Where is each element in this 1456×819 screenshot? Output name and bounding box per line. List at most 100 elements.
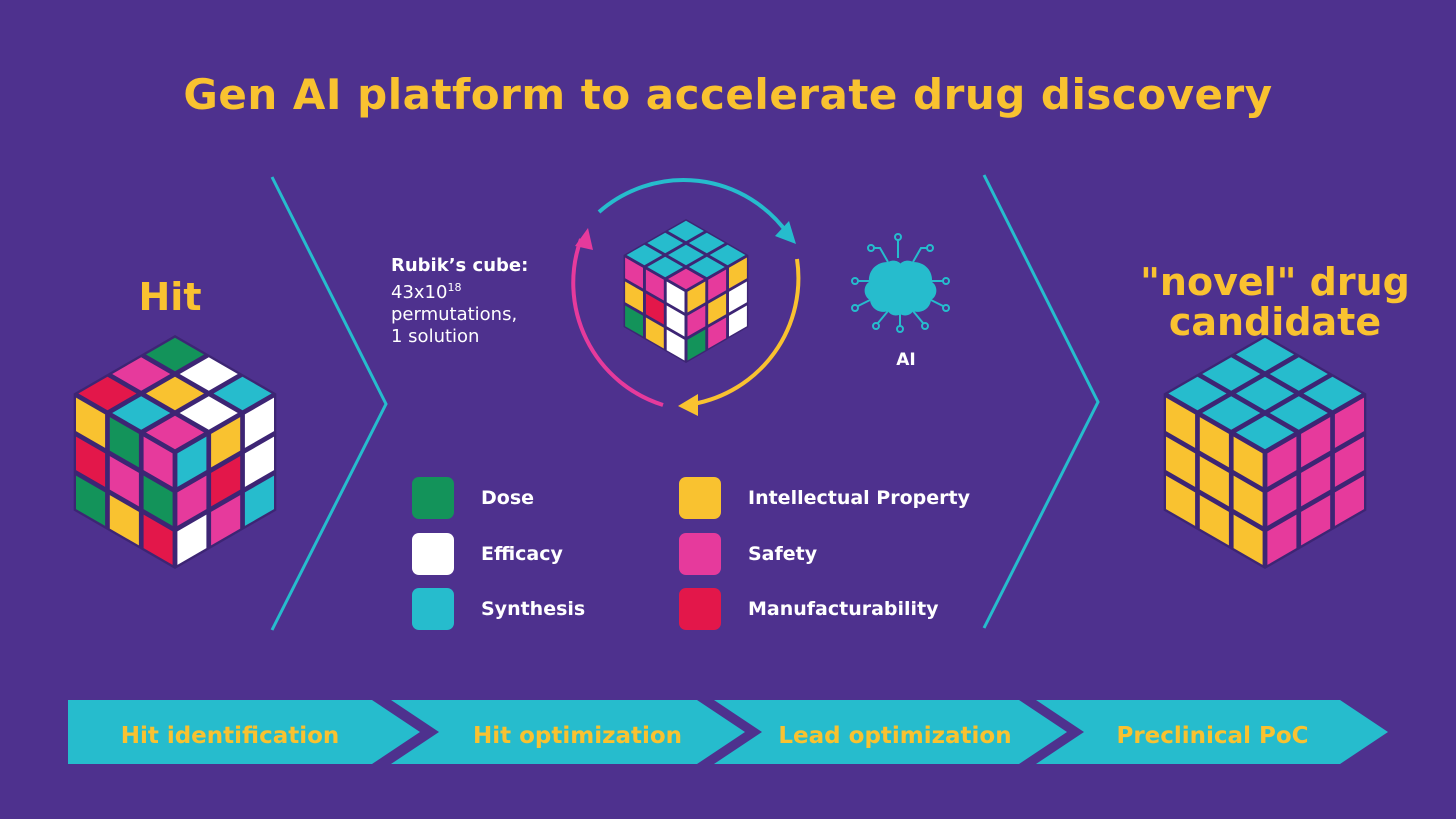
cube-sticker xyxy=(112,396,171,430)
cube-sticker xyxy=(709,244,746,266)
cycle-arrows-icon xyxy=(571,178,801,416)
novel-label-line2: candidate xyxy=(1168,300,1382,344)
cube-sticker xyxy=(626,244,663,266)
cube-sticker xyxy=(1267,475,1297,526)
cube-sticker xyxy=(109,417,139,468)
chevron-divider-left xyxy=(270,176,388,631)
cube-sticker xyxy=(177,436,207,487)
cube-sticker xyxy=(668,220,704,242)
legend-item-manufacturability: Manufacturability xyxy=(679,588,939,630)
cube-sticker xyxy=(1166,475,1196,526)
cube-sticker xyxy=(666,305,685,337)
stage-arrow-1 xyxy=(68,700,420,764)
legend-label: Synthesis xyxy=(481,598,586,620)
cube-sticker xyxy=(109,495,139,546)
cube-sticker xyxy=(708,293,727,325)
legend-item-intellectual-property: Intellectual Property xyxy=(679,477,970,519)
cube-sticker xyxy=(1233,436,1263,487)
rubik-note: Rubik’s cube: 43x1018 permutations, 1 so… xyxy=(391,255,528,348)
cube-sticker xyxy=(1202,357,1261,391)
rubiks-cube-icon xyxy=(73,335,277,569)
cube-sticker xyxy=(244,436,274,487)
cube-sticker xyxy=(211,417,241,468)
rubik-note-line2: permutations, xyxy=(391,304,518,325)
cube-sticker xyxy=(688,256,725,278)
cube-sticker xyxy=(1166,397,1196,448)
cube-sticker xyxy=(729,305,747,337)
cube-sticker xyxy=(1233,514,1263,565)
legend-swatch xyxy=(412,477,454,519)
stage-label-lead-optimization: Lead optimization xyxy=(778,723,1012,749)
cube-sticker xyxy=(1267,436,1297,487)
cube-sticker xyxy=(1334,397,1364,448)
legend-item-safety: Safety xyxy=(679,533,817,575)
cube-sticker xyxy=(708,317,727,349)
cube-sticker xyxy=(78,376,137,411)
cube-sticker xyxy=(1233,475,1263,526)
cube-sticker xyxy=(688,232,725,254)
legend-swatch xyxy=(679,533,721,575)
cube-sticker xyxy=(1166,436,1196,487)
hit-label: Hit xyxy=(138,275,202,319)
stage-label-hit-optimization: Hit optimization xyxy=(472,723,683,749)
rubik-note-line3: 1 solution xyxy=(391,326,480,347)
cube-sticker xyxy=(1236,337,1294,372)
novel-candidate-label: "novel" drug candidate xyxy=(1110,262,1440,342)
cube-sticker xyxy=(177,514,207,565)
stage-label-hit-identification: Hit identification xyxy=(120,723,340,749)
cube-sticker xyxy=(179,357,238,391)
cube-sticker xyxy=(625,257,643,289)
legend-swatch xyxy=(412,533,454,575)
cube-sticker xyxy=(109,456,139,507)
legend-label: Manufacturability xyxy=(748,598,939,620)
stage-arrow-3 xyxy=(714,700,1067,764)
legend-label: Efficacy xyxy=(481,543,563,565)
cube-sticker xyxy=(666,329,685,361)
rubik-count-base: 43x10 xyxy=(391,282,448,303)
cube-sticker xyxy=(76,475,106,526)
legend-item-efficacy: Efficacy xyxy=(412,533,563,575)
cube-sticker xyxy=(1334,475,1364,526)
rubik-note-count: 43x1018 xyxy=(391,277,528,304)
cube-sticker xyxy=(177,475,207,526)
cube-sticker xyxy=(1269,396,1328,430)
rubiks-cube-icon xyxy=(623,219,749,363)
cube-sticker xyxy=(213,376,272,411)
cube-sticker xyxy=(625,305,643,337)
cube-sticker xyxy=(179,396,238,430)
cube-sticker xyxy=(668,244,704,266)
cube-sticker xyxy=(76,397,106,448)
rubik-note-heading: Rubik’s cube: xyxy=(391,255,529,276)
cube-sticker xyxy=(1236,376,1294,411)
stage-arrow-4 xyxy=(1036,700,1388,764)
cube-sticker xyxy=(146,376,204,411)
cube-sticker xyxy=(143,514,173,565)
page-title: Gen AI platform to accelerate drug disco… xyxy=(183,70,1273,119)
cube-sticker xyxy=(1236,415,1294,450)
rubik-count-exponent: 18 xyxy=(447,281,462,294)
cube-sticker xyxy=(244,475,274,526)
legend-item-dose: Dose xyxy=(412,477,534,519)
cube-sticker xyxy=(729,281,747,313)
cube-sticker xyxy=(1301,417,1331,468)
ai-brain-circuit-icon xyxy=(851,233,950,333)
cube-sticker xyxy=(687,329,706,361)
legend-swatch xyxy=(412,588,454,630)
cube-sticker xyxy=(112,357,171,391)
cube-sticker xyxy=(1202,396,1261,430)
cube-sticker xyxy=(1168,376,1227,411)
cube-sticker xyxy=(244,397,274,448)
cube-sticker xyxy=(668,268,704,290)
legend-label: Intellectual Property xyxy=(748,487,970,509)
cube-sticker xyxy=(1199,417,1229,468)
cube-sticker xyxy=(1199,456,1229,507)
stage-label-preclinical-poc: Preclinical PoC xyxy=(1116,723,1309,749)
legend-item-synthesis: Synthesis xyxy=(412,588,585,630)
cube-sticker xyxy=(687,281,706,313)
cube-sticker xyxy=(645,269,664,301)
cube-sticker xyxy=(1303,376,1362,411)
cube-sticker xyxy=(146,337,204,372)
cube-sticker xyxy=(1267,514,1297,565)
cube-sticker xyxy=(211,495,241,546)
